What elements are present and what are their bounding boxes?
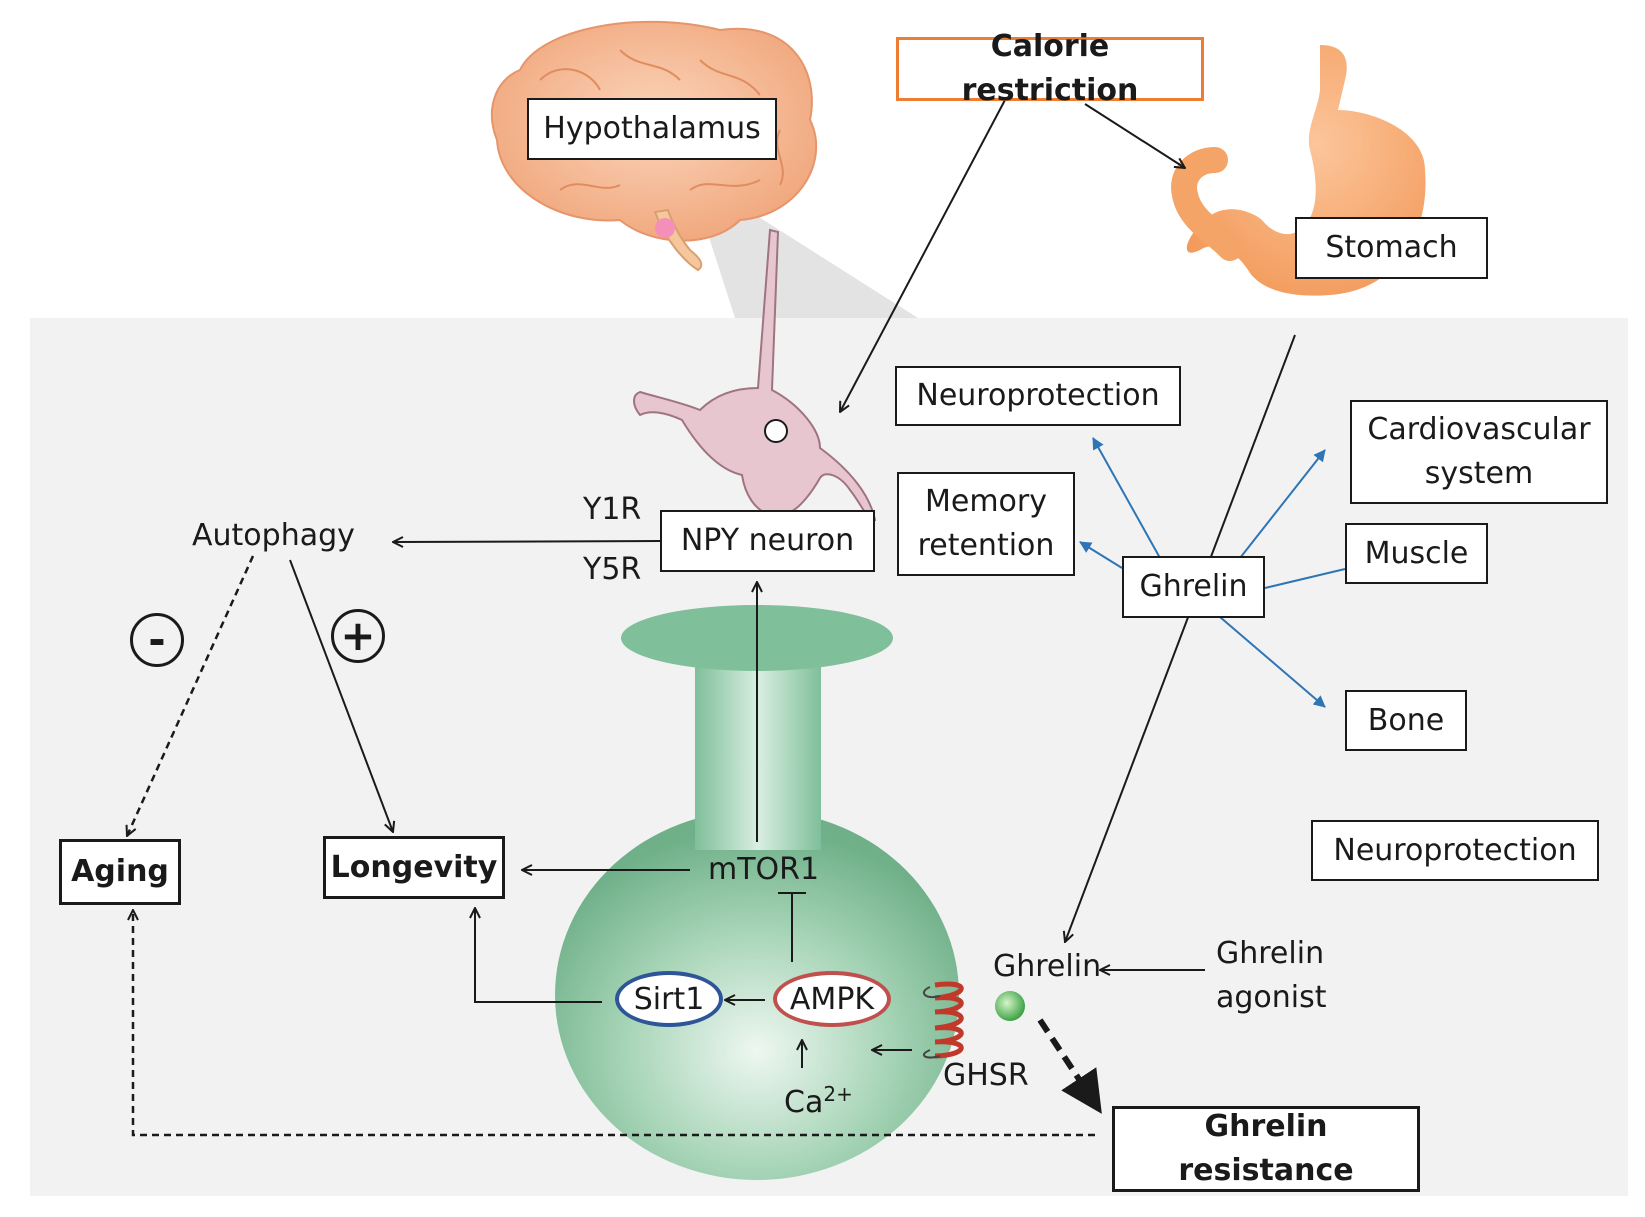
bone-box: Bone bbox=[1345, 690, 1467, 751]
y1r-label: Y1R bbox=[583, 492, 642, 527]
arrow-autophagy-to-longevity bbox=[289, 559, 393, 832]
arrow-cr-to-stomach bbox=[1084, 103, 1185, 168]
arrow-resistance-to-aging bbox=[133, 910, 1095, 1137]
arrow-to-ghrelin-resistance bbox=[1037, 1018, 1102, 1114]
ca-label: Ca2+ bbox=[784, 1072, 853, 1125]
autophagy-label: Autophagy bbox=[192, 518, 355, 553]
hypothalamus-box: Hypothalamus bbox=[527, 98, 777, 160]
cardiovascular-line2: system bbox=[1424, 456, 1534, 491]
minus-sign-icon: - bbox=[130, 613, 184, 667]
blue-arrow-cardiovascular bbox=[1239, 449, 1326, 559]
blue-line-muscle bbox=[1264, 568, 1346, 589]
arrow-autophagy-to-aging bbox=[127, 555, 255, 836]
neuroprotection-bottom-box: Neuroprotection bbox=[1311, 820, 1599, 881]
ca-superscript: 2+ bbox=[823, 1082, 853, 1106]
ghrelin-receptor-label: Ghrelin bbox=[993, 949, 1102, 984]
blue-arrow-neuroprotection bbox=[1092, 437, 1161, 559]
muscle-box: Muscle bbox=[1345, 523, 1488, 584]
memory-retention-box: Memory retention bbox=[897, 472, 1075, 576]
arrow-npy-to-autophagy bbox=[393, 541, 661, 542]
ca-base: Ca bbox=[784, 1085, 824, 1120]
y5r-label: Y5R bbox=[583, 552, 642, 587]
npy-neuron-box: NPY neuron bbox=[660, 510, 875, 572]
arrow-cr-to-npy bbox=[840, 99, 1006, 412]
blue-arrow-bone bbox=[1219, 616, 1326, 708]
aging-box: Aging bbox=[59, 839, 181, 905]
ghrelin-ligand-ball bbox=[995, 991, 1025, 1021]
ghrelin-agonist-line1: Ghrelin bbox=[1216, 936, 1325, 971]
memory-retention-line1: Memory bbox=[924, 484, 1047, 519]
ampk-node: AMPK bbox=[773, 971, 891, 1027]
mtor1-label: mTOR1 bbox=[708, 852, 820, 887]
neuroprotection-top-box: Neuroprotection bbox=[895, 366, 1181, 426]
arrow-sirt1-to-longevity bbox=[475, 908, 602, 1003]
plus-sign-icon: + bbox=[331, 609, 385, 663]
ghsr-label: GHSR bbox=[943, 1058, 1029, 1093]
calorie-restriction-box: Calorie restriction bbox=[896, 29, 1204, 108]
ghrelin-resistance-box: Ghrelin resistance bbox=[1112, 1106, 1420, 1192]
ghrelin-agonist-line2: agonist bbox=[1216, 980, 1327, 1015]
longevity-box: Longevity bbox=[323, 836, 505, 899]
sirt1-node: Sirt1 bbox=[615, 971, 723, 1027]
cardiovascular-line1: Cardiovascular bbox=[1367, 412, 1591, 447]
line-stomach-to-ghrelin bbox=[1065, 334, 1296, 942]
stomach-box: Stomach bbox=[1295, 217, 1488, 279]
blue-arrow-memory bbox=[1079, 541, 1123, 569]
cardiovascular-system-box: Cardiovascular system bbox=[1350, 400, 1608, 504]
memory-retention-line2: retention bbox=[917, 528, 1055, 563]
ghsr-receptor-icon bbox=[922, 981, 964, 1059]
ghrelin-hub-box: Ghrelin bbox=[1122, 556, 1265, 618]
